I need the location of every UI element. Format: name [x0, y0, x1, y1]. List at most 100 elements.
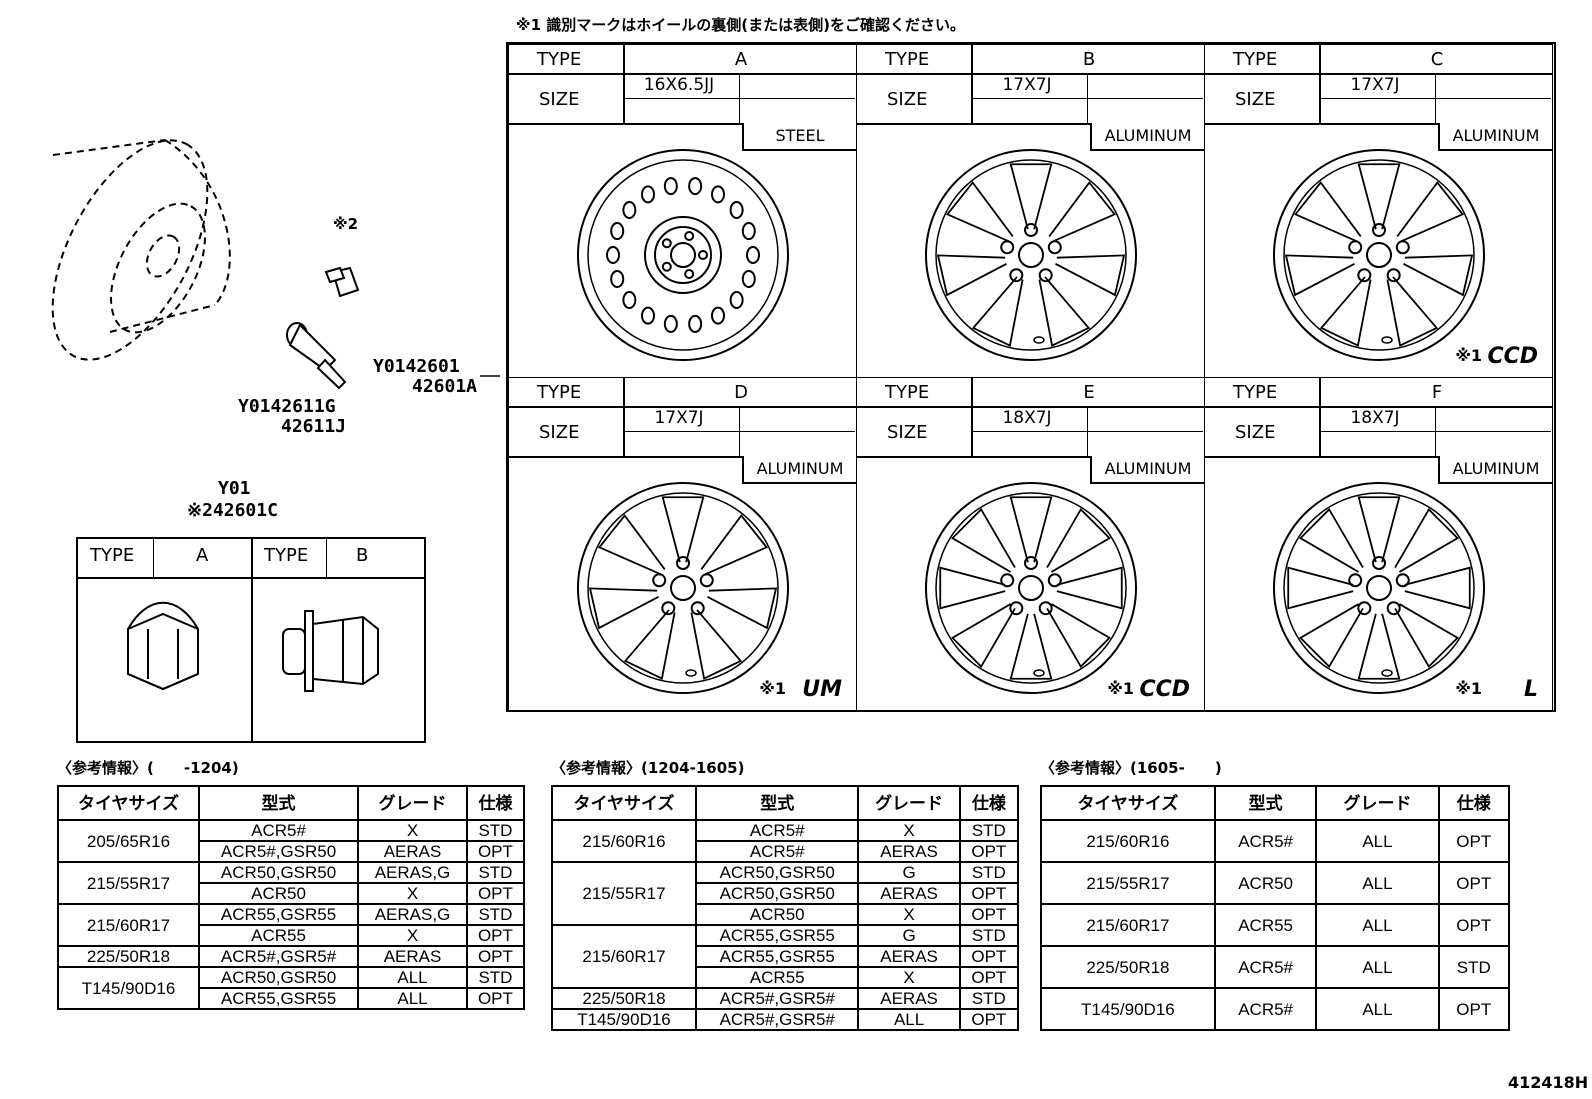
- model-cell: ACR55,GSR55: [694, 924, 860, 947]
- model-cell: ACR55,GSR55: [197, 903, 360, 926]
- tire-size-cell: 215/60R17: [1040, 903, 1216, 947]
- spec-cell: OPT: [465, 945, 526, 968]
- spec-cell: OPT: [958, 1008, 1020, 1031]
- column-header: タイヤサイズ: [57, 785, 200, 821]
- type-value: E: [1083, 382, 1095, 403]
- valve-cap-note: ※2: [333, 215, 359, 233]
- model-cell: ACR5#,GSR5#: [694, 1008, 860, 1031]
- grade-cell: ALL: [857, 1008, 961, 1031]
- wheel-part-code-1: Y0142601: [373, 356, 460, 377]
- material-label: ALUMINUM: [1438, 456, 1552, 484]
- size-value: 17X7J: [1002, 75, 1052, 95]
- size-value: 16X6.5JJ: [643, 75, 715, 95]
- column-header: 仕様: [958, 785, 1020, 821]
- grade-cell: ALL: [1315, 861, 1440, 905]
- material-label: STEEL: [742, 123, 856, 151]
- identification-mark: L: [1523, 677, 1538, 702]
- flange-nut-illustration: [282, 610, 379, 692]
- material-label: ALUMINUM: [1090, 123, 1204, 151]
- material-label: ALUMINUM: [1090, 456, 1204, 484]
- tire-size-cell: 215/60R16: [1040, 819, 1216, 863]
- wheel-type-grid: TYPE A SIZE 16X6.5JJ STEEL TYPE B SIZE 1…: [506, 42, 1556, 712]
- spec-cell: STD: [958, 819, 1020, 842]
- identification-mark: CCD: [1139, 677, 1190, 702]
- table-header-row: タイヤサイズ型式グレード仕様: [57, 785, 526, 821]
- model-cell: ACR55,GSR55: [197, 987, 360, 1010]
- size-label: SIZE: [887, 89, 928, 110]
- material-label: ALUMINUM: [742, 456, 856, 484]
- type-value: D: [734, 382, 748, 403]
- size-value: 18X7J: [1350, 408, 1400, 428]
- wheel-cell-d: TYPE D SIZE 17X7J ALUMINUM ※1 UM: [508, 377, 857, 711]
- tire-size-cell: 225/50R18: [57, 945, 200, 968]
- type-value: C: [1430, 49, 1444, 70]
- spec-cell: OPT: [1437, 987, 1511, 1031]
- model-cell: ACR5#: [1213, 987, 1318, 1031]
- spec-cell: OPT: [1437, 903, 1511, 947]
- spec-cell: OPT: [958, 840, 1020, 863]
- model-cell: ACR50: [694, 903, 860, 926]
- grade-cell: X: [357, 924, 468, 947]
- grade-cell: ALL: [1315, 903, 1440, 947]
- identification-mark: CCD: [1487, 344, 1538, 369]
- size-label: SIZE: [1235, 89, 1276, 110]
- valve-part-code-2: 42611J: [281, 416, 347, 437]
- spec-cell: OPT: [465, 882, 526, 905]
- size-value: 18X7J: [1002, 408, 1052, 428]
- spec-cell: OPT: [465, 987, 526, 1010]
- wheel-cell-b: TYPE B SIZE 17X7J ALUMINUM: [856, 44, 1205, 378]
- wheel-cell-c: TYPE C SIZE 17X7J ALUMINUM ※1 CCD: [1204, 44, 1553, 378]
- column-header: グレード: [1315, 785, 1440, 821]
- model-cell: ACR5#: [694, 840, 860, 863]
- table-header-row: タイヤサイズ型式グレード仕様: [1040, 785, 1511, 821]
- model-cell: ACR50,GSR50: [197, 861, 360, 884]
- type-label: TYPE: [1233, 49, 1278, 70]
- tire-size-cell: 215/60R16: [551, 819, 697, 863]
- grade-cell: ALL: [1315, 819, 1440, 863]
- wheel-assembly-illustration: [51, 139, 500, 390]
- wheel-part-code-2: 42601A: [412, 376, 478, 397]
- spec-cell: OPT: [958, 966, 1020, 989]
- nut-part-code-1: Y01: [218, 478, 251, 499]
- type-label: TYPE: [885, 49, 930, 70]
- nut-part-code-2: ※242601C: [187, 500, 278, 521]
- model-cell: ACR5#,GSR50: [197, 840, 360, 863]
- type-label: TYPE: [537, 382, 582, 403]
- type-label: TYPE: [1233, 382, 1278, 403]
- model-cell: ACR55: [197, 924, 360, 947]
- spec-cell: STD: [465, 966, 526, 989]
- table-header-row: タイヤサイズ型式グレード仕様: [551, 785, 1020, 821]
- tire-size-cell: 225/50R18: [551, 987, 697, 1010]
- reference-table-title: 〈参考情報〉(1204-1605): [551, 759, 745, 777]
- cap-nut-illustration: [127, 601, 199, 691]
- column-header: 型式: [694, 785, 860, 821]
- column-header: グレード: [357, 785, 468, 821]
- model-cell: ACR55: [694, 966, 860, 989]
- type-value: A: [734, 49, 748, 70]
- grade-cell: AERAS,G: [357, 903, 468, 926]
- tire-size-cell: 215/55R17: [1040, 861, 1216, 905]
- type-value: B: [1082, 49, 1096, 70]
- grade-cell: X: [857, 819, 961, 842]
- grade-cell: AERAS: [857, 945, 961, 968]
- valve-part-code-1: Y0142611G: [238, 396, 336, 417]
- model-cell: ACR50: [1213, 861, 1318, 905]
- mark-prefix: ※1: [1455, 679, 1482, 698]
- wheel-d-illustration: [577, 482, 789, 694]
- model-cell: ACR50,GSR50: [197, 966, 360, 989]
- nut-type-b: B: [356, 545, 369, 566]
